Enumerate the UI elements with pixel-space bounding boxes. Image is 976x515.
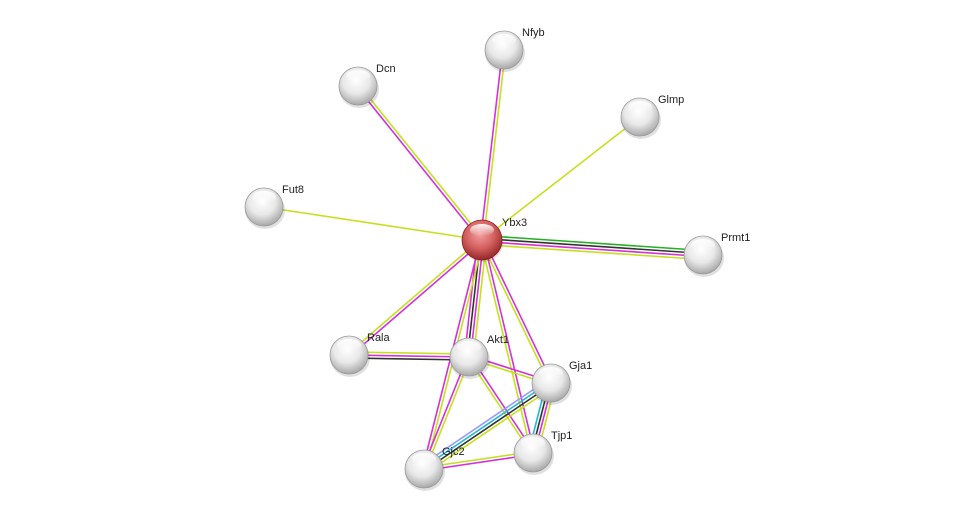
node-label: Dcn xyxy=(376,63,396,75)
node-label: Ybx3 xyxy=(502,217,527,229)
edge-akt1-gjc2[interactable] xyxy=(421,356,472,470)
node-highlight xyxy=(492,34,516,46)
node-highlight xyxy=(539,367,563,379)
edge-ybx3-fut8[interactable] xyxy=(263,206,483,241)
edge-line-experiments xyxy=(482,239,536,453)
edge-line-textmining xyxy=(426,386,554,474)
node-label: Tjp1 xyxy=(551,430,572,442)
node-highlight xyxy=(628,101,652,113)
node-label: Rala xyxy=(367,332,391,344)
edge-line-textmining xyxy=(424,357,472,470)
edge-line-textmining xyxy=(482,50,507,241)
edge-line-coexpression xyxy=(348,357,469,361)
edge-line-textmining xyxy=(479,240,551,384)
node-highlight xyxy=(470,224,494,236)
edge-ybx3-rala[interactable] xyxy=(347,238,484,357)
edge-line-experiments xyxy=(482,239,554,383)
edge-line-coexpression xyxy=(482,237,704,255)
node-glmp[interactable]: Glmp xyxy=(620,94,684,139)
node-label: Nfyb xyxy=(522,27,545,39)
edge-line-textmining xyxy=(349,351,470,355)
node-prmt1[interactable]: Prmt1 xyxy=(683,232,750,277)
edge-line-textmining xyxy=(263,206,483,241)
edge-line-experiments xyxy=(349,240,484,357)
node-ybx3[interactable]: Ybx3 xyxy=(461,217,527,262)
node-label: Prmt1 xyxy=(721,232,750,244)
edge-rala-akt1[interactable] xyxy=(348,351,470,361)
node-highlight xyxy=(521,437,545,449)
node-highlight xyxy=(412,453,436,465)
node-tjp1[interactable]: Tjp1 xyxy=(513,430,572,475)
node-label: Fut8 xyxy=(282,184,304,196)
node-akt1[interactable]: Akt1 xyxy=(449,334,509,379)
node-label: Glmp xyxy=(658,94,684,106)
edge-ybx3-nfyb[interactable] xyxy=(479,49,507,241)
edge-gja1-gjc2[interactable] xyxy=(421,378,554,474)
node-gjc2[interactable]: Gjc2 xyxy=(404,446,465,491)
edge-line-neighborhood xyxy=(482,234,704,252)
node-label: Gjc2 xyxy=(442,446,465,458)
edge-line-textmining xyxy=(479,240,533,454)
edge-line-homology xyxy=(421,378,549,466)
node-rala[interactable]: Rala xyxy=(329,332,391,377)
node-label: Akt1 xyxy=(487,334,509,346)
node-gja1[interactable]: Gja1 xyxy=(531,360,592,405)
edges-layer xyxy=(263,49,704,474)
edge-line-coexpression xyxy=(424,383,553,471)
edge-line-experiments xyxy=(421,356,469,469)
node-nfyb[interactable]: Nfyb xyxy=(484,27,545,72)
edge-line-database xyxy=(422,381,551,469)
edge-ybx3-gja1[interactable] xyxy=(479,239,554,384)
node-label: Gja1 xyxy=(569,360,592,372)
edge-ybx3-tjp1[interactable] xyxy=(479,239,536,454)
edge-ybx3-dcn[interactable] xyxy=(356,84,484,242)
edge-line-experiments xyxy=(356,86,482,242)
edge-line-textmining xyxy=(481,243,703,261)
node-dcn[interactable]: Dcn xyxy=(338,63,396,108)
node-highlight xyxy=(457,341,481,353)
edge-line-textmining xyxy=(358,84,484,240)
edge-line-experiments xyxy=(479,49,504,240)
edge-ybx3-prmt1[interactable] xyxy=(481,234,704,261)
edge-line-experiments xyxy=(348,354,470,358)
edge-line-experiments xyxy=(481,240,703,258)
edge-line-textmining xyxy=(347,238,482,355)
edge-ybx3-glmp[interactable] xyxy=(481,116,641,241)
node-highlight xyxy=(346,70,370,82)
node-highlight xyxy=(252,191,276,203)
node-highlight xyxy=(691,239,715,251)
node-highlight xyxy=(337,339,361,351)
edge-line-textmining xyxy=(481,116,641,241)
node-fut8[interactable]: Fut8 xyxy=(244,184,304,229)
